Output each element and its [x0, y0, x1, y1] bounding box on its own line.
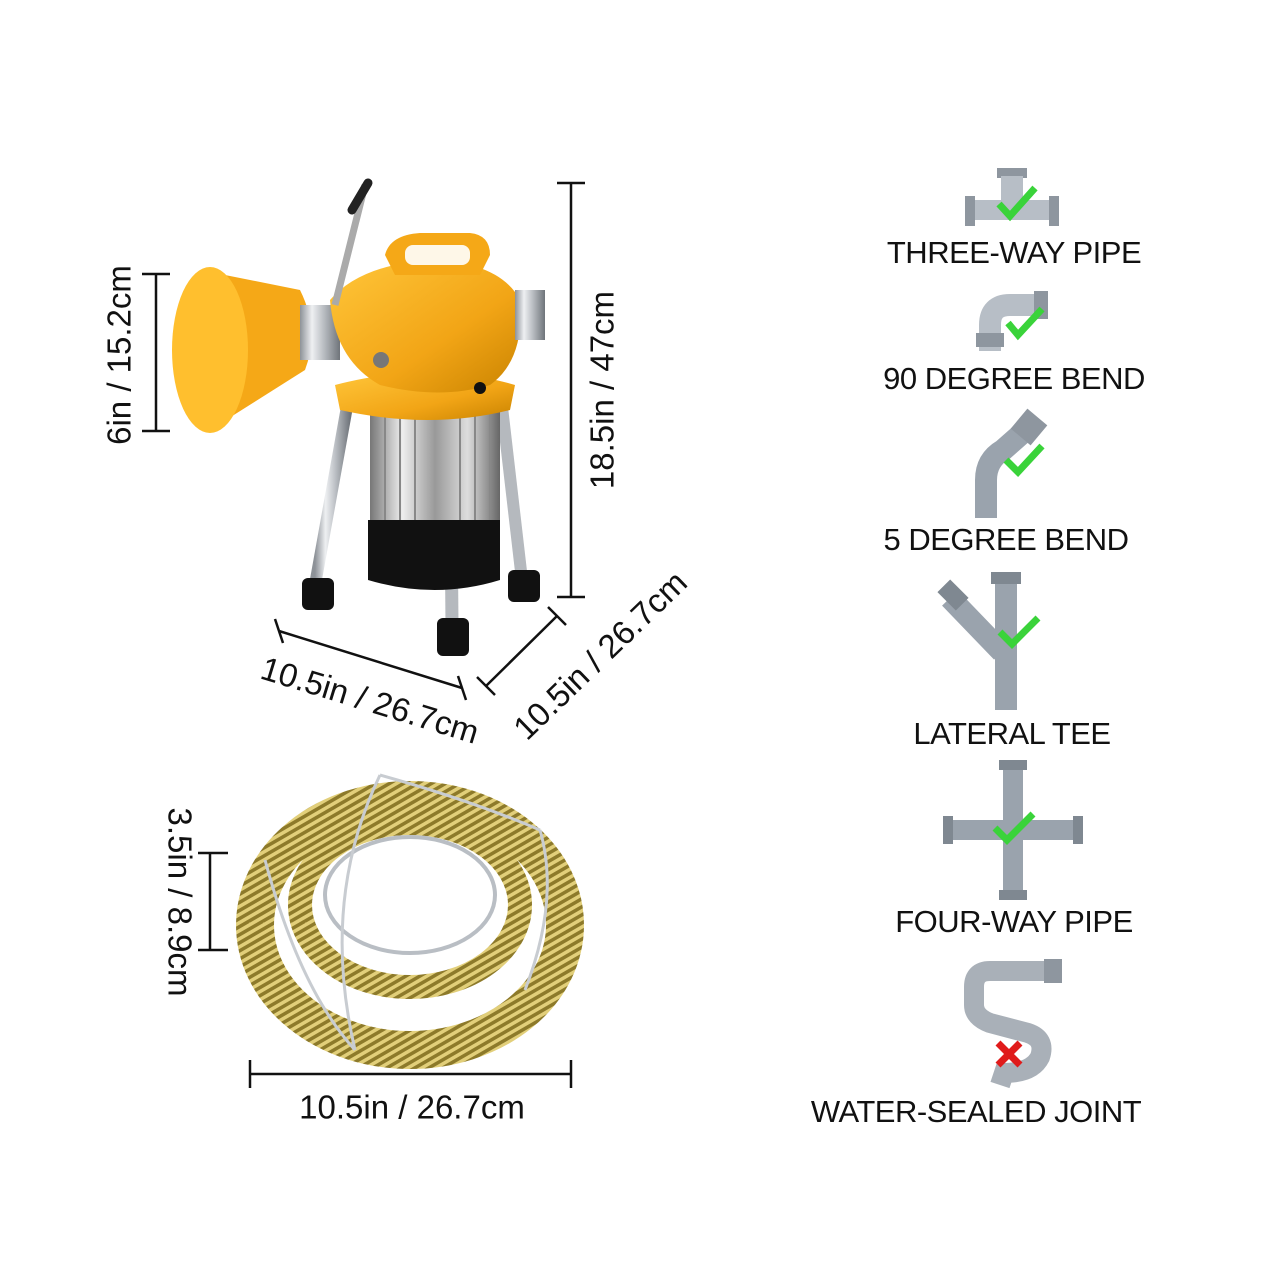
elbow-pipe-icon: [976, 291, 1048, 351]
compat-label-four-way-pipe: FOUR-WAY PIPE: [895, 904, 1133, 939]
gear-housing: [330, 233, 545, 394]
compat-label-90-degree-bend: 90 DEGREE BEND: [883, 361, 1145, 396]
four-way-pipe-icon: [943, 760, 1083, 900]
lateral-tee-icon: [937, 572, 1041, 710]
compat-label-three-way-pipe: THREE-WAY PIPE: [886, 235, 1142, 270]
compat-label-lateral-tee: LATERAL TEE: [913, 716, 1111, 751]
p-trap-pipe-icon: [964, 959, 1062, 1089]
cable-width-label: 10.5in / 26.7cm: [299, 1088, 525, 1126]
bend-pipe-icon: [975, 408, 1048, 518]
compat-label-water-sealed-joint: WATER-SEALED JOINT: [810, 1094, 1142, 1129]
compat-label-5-degree-bend: 5 DEGREE BEND: [883, 522, 1129, 557]
cable-dimension-lines: [198, 851, 573, 1088]
lever-handle: [331, 178, 373, 306]
drum: [172, 267, 340, 433]
machine-dimension-lines: [142, 181, 585, 701]
three-way-pipe-icon: [965, 168, 1059, 226]
motor: [368, 410, 500, 590]
cable-height-label: 3.5in / 8.9cm: [161, 807, 199, 997]
